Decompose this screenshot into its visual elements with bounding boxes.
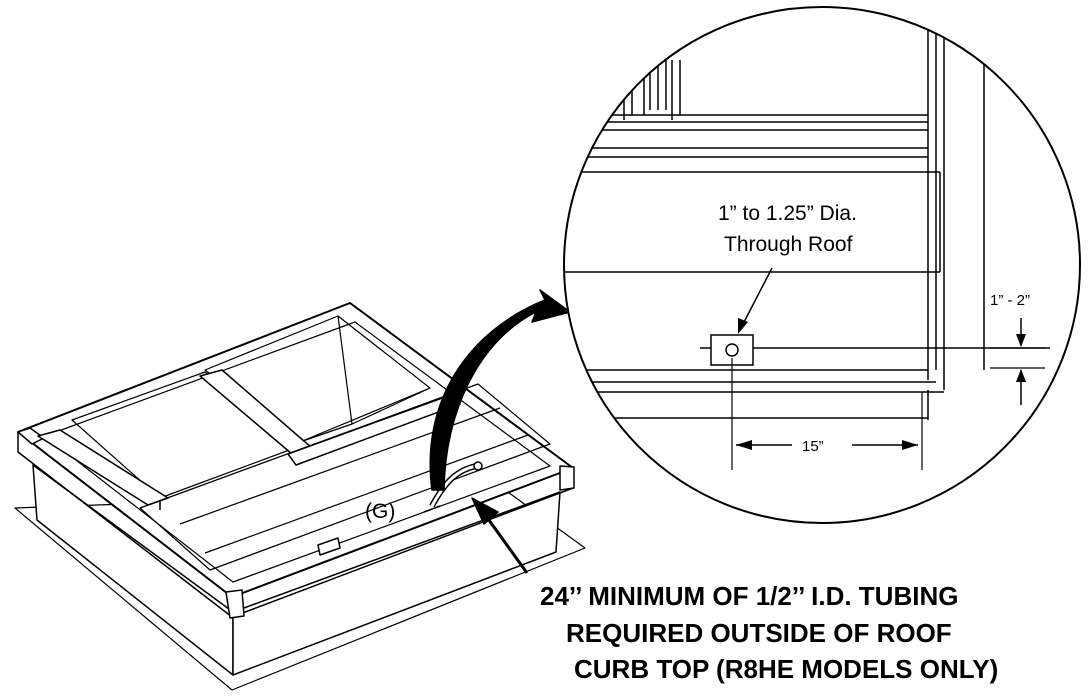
hole-label-leader — [741, 267, 773, 327]
note-pointer-line — [484, 515, 529, 574]
curb-inner-frame — [44, 321, 551, 583]
tubing-end — [473, 461, 483, 471]
note-line-1: 24’’ MINIMUM OF 1/2’’ I.D. TUBING — [540, 581, 958, 611]
note-line-2: REQUIRED OUTSIDE OF ROOF — [566, 618, 952, 648]
magnified-detail — [563, 6, 1081, 524]
roof-curb-drawing — [14, 289, 586, 691]
tubing-location-label: (G) — [365, 500, 395, 523]
drain-hole — [725, 343, 739, 357]
front-rail — [139, 383, 551, 571]
hole-label-line1: 1” to 1.25” Dia. — [718, 202, 857, 225]
hole-label-line2: Through Roof — [724, 233, 853, 256]
corner-post-right — [559, 465, 575, 491]
curb-right-wall — [232, 491, 561, 676]
vertical-dimension-label: 1” - 2” — [990, 292, 1030, 309]
horizontal-dimension-label: 15” — [802, 438, 824, 455]
note-pointer-arrowhead — [471, 497, 499, 525]
corner-post-front — [225, 589, 245, 619]
note-line-3: CURB TOP (R8HE MODELS ONLY) — [574, 654, 998, 684]
callout-curved-arrow — [429, 289, 571, 491]
